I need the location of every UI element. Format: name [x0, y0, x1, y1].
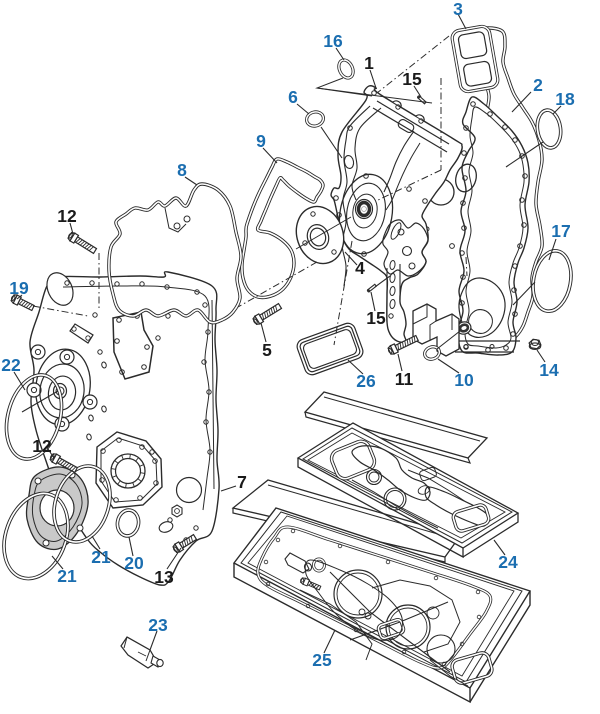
svg-text:8: 8 — [177, 160, 187, 180]
svg-text:4: 4 — [355, 258, 365, 278]
svg-text:25: 25 — [312, 650, 332, 670]
svg-text:1: 1 — [364, 53, 374, 73]
svg-text:24: 24 — [498, 552, 518, 572]
svg-text:11: 11 — [395, 369, 414, 389]
svg-text:21: 21 — [57, 566, 77, 586]
svg-text:7: 7 — [237, 472, 247, 492]
svg-text:12: 12 — [57, 206, 77, 226]
svg-text:2: 2 — [533, 75, 543, 95]
svg-text:26: 26 — [356, 371, 376, 391]
svg-text:22: 22 — [1, 355, 21, 375]
svg-text:6: 6 — [288, 87, 298, 107]
svg-text:12: 12 — [32, 436, 52, 456]
svg-text:13: 13 — [154, 567, 174, 587]
svg-text:18: 18 — [555, 89, 575, 109]
svg-text:20: 20 — [124, 553, 144, 573]
svg-text:15: 15 — [366, 308, 386, 328]
svg-text:9: 9 — [256, 131, 266, 151]
svg-text:17: 17 — [551, 221, 570, 241]
svg-text:15: 15 — [402, 69, 422, 89]
svg-text:14: 14 — [539, 360, 559, 380]
svg-text:5: 5 — [262, 340, 272, 360]
svg-text:23: 23 — [148, 615, 168, 635]
svg-text:19: 19 — [9, 278, 29, 298]
svg-text:10: 10 — [454, 370, 474, 390]
svg-text:21: 21 — [91, 547, 111, 567]
svg-text:16: 16 — [323, 31, 343, 51]
svg-text:3: 3 — [453, 0, 463, 19]
